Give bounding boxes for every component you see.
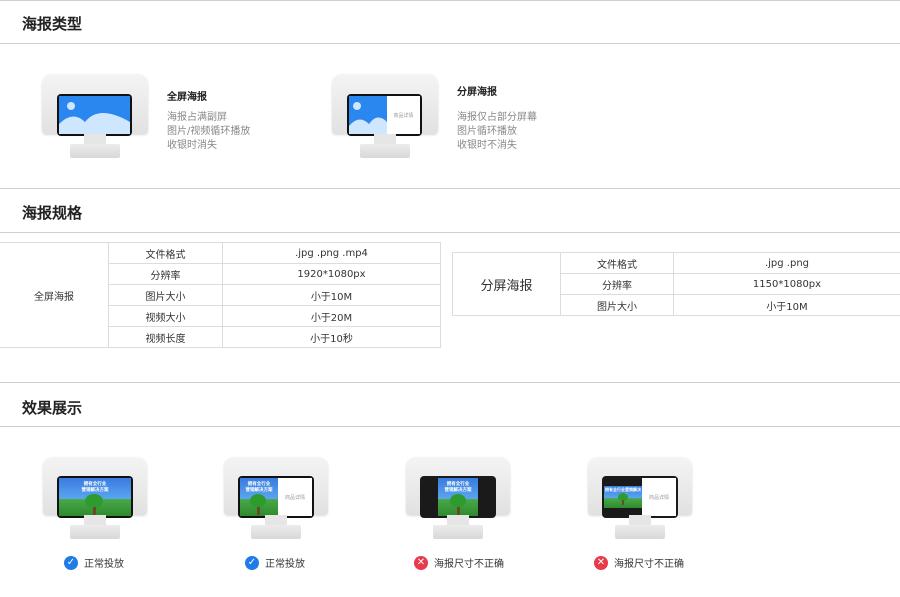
detail-panel: 商品详情 (387, 96, 420, 134)
image-placeholder-icon (59, 102, 130, 134)
section-title-type: 海报类型 (22, 15, 83, 33)
effect-status-2: ✓ 正常投放 (245, 555, 305, 570)
spec-label: 分辨率 (560, 273, 674, 295)
spec-value: 小于20M (222, 305, 441, 327)
check-circle-icon: ✓ (245, 555, 259, 570)
spec-table-name: 分屏海报 (452, 252, 561, 316)
divider (0, 43, 900, 44)
spec-label: 文件格式 (108, 242, 223, 264)
spec-label: 图片大小 (560, 294, 674, 316)
spec-value: 小于10秒 (222, 326, 441, 348)
spec-label: 图片大小 (108, 284, 223, 306)
spec-value: 1150*1080px (673, 273, 900, 295)
spec-label: 视频长度 (108, 326, 223, 348)
section-title-spec: 海报规格 (22, 204, 83, 222)
spec-table-splitscreen: 分屏海报 文件格式 .jpg .png 分辨率 1150*1080px 图片大小… (452, 252, 900, 316)
poster-type-name: 分屏海报 (457, 87, 497, 98)
status-label: 正常投放 (84, 559, 124, 570)
spec-table-fullscreen: 全屏海报 文件格式 .jpg .png .mp4 分辨率 1920*1080px… (0, 242, 441, 348)
fullscreen-poster-device (42, 74, 148, 158)
spec-value: .jpg .png (673, 252, 900, 274)
check-circle-icon: ✓ (64, 555, 78, 570)
spec-label: 分辨率 (108, 263, 223, 285)
effect-status-3: ✕ 海报尺寸不正确 (414, 555, 504, 570)
effect-status-1: ✓ 正常投放 (64, 555, 124, 570)
spec-value: 1920*1080px (222, 263, 441, 285)
splitscreen-poster-device: 商品详情 (332, 74, 438, 158)
poster-image: 拥有全行业营销解决方案 (240, 478, 278, 516)
device-screen: 拥有全行业营销解决方案 (420, 476, 496, 518)
spec-label: 视频大小 (108, 305, 223, 327)
x-circle-icon: ✕ (414, 555, 428, 570)
image-placeholder-icon (349, 102, 387, 134)
divider (0, 382, 900, 383)
status-label: 海报尺寸不正确 (614, 559, 684, 570)
effect-status-4: ✕ 海报尺寸不正确 (594, 555, 684, 570)
poster-type-desc: 海报仅占部分屏幕 图片循环播放 收银时不消失 (457, 112, 537, 151)
poster-type-name: 全屏海报 (167, 92, 207, 103)
effect-device-2: 拥有全行业营销解决方案 商品详情 (224, 457, 328, 539)
effect-device-1: 拥有全行业营销解决方案 (43, 457, 147, 539)
x-circle-icon: ✕ (594, 555, 608, 570)
spec-value: 小于10M (673, 294, 900, 316)
device-screen (57, 94, 132, 136)
detail-panel: 商品详情 (642, 478, 676, 516)
spec-value: .jpg .png .mp4 (222, 242, 441, 264)
detail-panel: 商品详情 (278, 478, 312, 516)
device-screen: 拥有全行业营销解决方案 商品详情 (238, 476, 314, 518)
divider (0, 426, 900, 427)
status-label: 正常投放 (265, 559, 305, 570)
divider (0, 188, 900, 189)
poster-image: 拥有全行业营销解决方案 (59, 478, 131, 516)
section-title-effect: 效果展示 (22, 399, 83, 417)
spec-label: 文件格式 (560, 252, 674, 274)
divider (0, 0, 900, 1)
device-screen: 商品详情 (347, 94, 422, 136)
status-label: 海报尺寸不正确 (434, 559, 504, 570)
poster-type-desc: 海报占满副屏 图片/视频循环播放 收银时消失 (167, 112, 251, 151)
device-screen: 拥有全行业营销解决方案 (57, 476, 133, 518)
effect-device-3: 拥有全行业营销解决方案 (406, 457, 510, 539)
poster-image: 拥有全行业营销解决方案 (438, 478, 478, 516)
spec-table-name: 全屏海报 (0, 242, 109, 348)
spec-value: 小于10M (222, 284, 441, 306)
divider (0, 232, 900, 233)
